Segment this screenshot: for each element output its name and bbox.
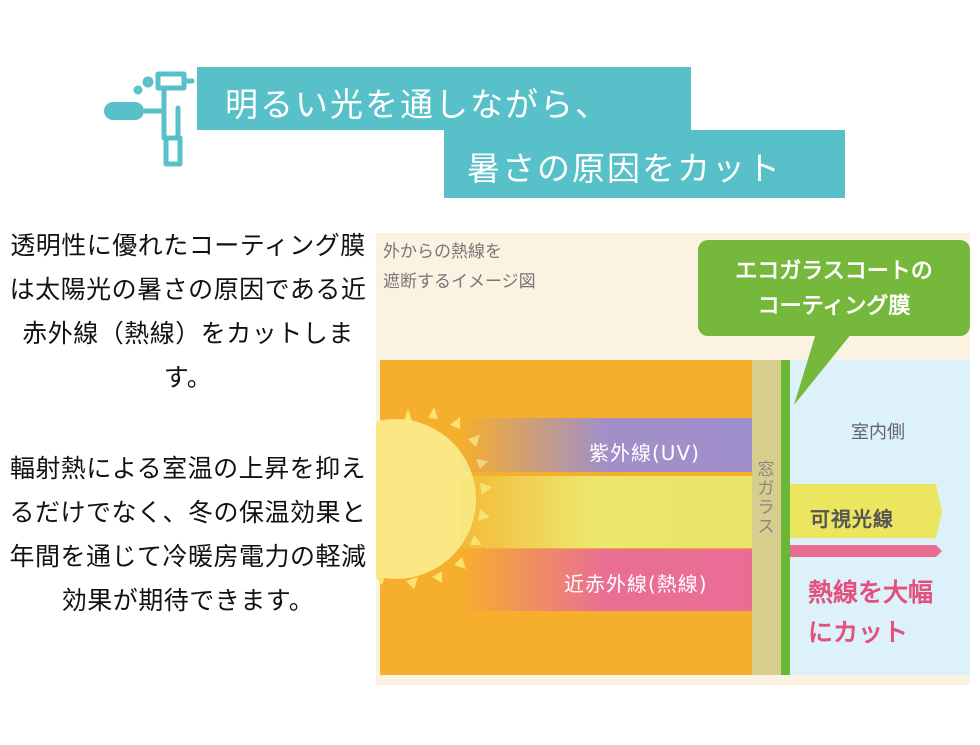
window-glass-label: 窓ガラス bbox=[757, 460, 775, 537]
infrared-ray bbox=[460, 549, 781, 611]
header-banner-bottom bbox=[444, 130, 845, 198]
spray-gun-icon bbox=[104, 71, 195, 167]
ray-arrows bbox=[790, 333, 942, 557]
coating-film bbox=[781, 360, 790, 675]
header-banner-top bbox=[197, 67, 691, 130]
speech-bubble-tail bbox=[794, 333, 852, 405]
coating-callout-text: エコガラスコートの コーティング膜 bbox=[698, 254, 970, 324]
description-paragraph-1: 透明性に優れたコーティング膜は太陽光の暑さの原因である近赤外線（熱線）をカットし… bbox=[9, 231, 367, 392]
heat-cut-line-1: 熱線を大幅 bbox=[808, 578, 934, 607]
coating-callout bbox=[698, 240, 970, 336]
infrared-stub-arrow bbox=[790, 545, 942, 557]
visible-light-label: 可視光線 bbox=[810, 507, 894, 531]
visible-ray-arrow bbox=[790, 484, 942, 538]
window-glass bbox=[752, 360, 781, 675]
visible-ray-outside bbox=[460, 476, 781, 548]
uv-ray bbox=[460, 418, 781, 472]
heat-cut-text: 熱線を大幅 にカット bbox=[808, 573, 933, 653]
uv-label: 紫外線(UV) bbox=[589, 441, 700, 465]
diagram-title: 外からの熱線を 遮断するイメージ図 bbox=[383, 237, 536, 297]
heat-ray-diagram: 外からの熱線を 遮断するイメージ図 窓ガラス 紫外線(UV) 近赤外 bbox=[376, 233, 970, 685]
indoor-label: 室内側 bbox=[851, 422, 905, 443]
header-line-2: 暑さの原因をカット bbox=[467, 149, 782, 188]
diagram-title-line-2: 遮断するイメージ図 bbox=[383, 272, 536, 292]
description-paragraph-2: 輻射熱による室温の上昇を抑えるだけでなく、冬の保温効果と年間を通じて冷暖房電力の… bbox=[9, 454, 367, 615]
infrared-label: 近赤外線(熱線) bbox=[564, 572, 708, 596]
coating-callout-line-1: エコガラスコートの bbox=[735, 259, 933, 284]
coating-callout-line-2: コーティング膜 bbox=[757, 294, 911, 319]
diagram-title-line-1: 外からの熱線を bbox=[383, 242, 502, 262]
header-line-1: 明るい光を通しながら、 bbox=[225, 85, 610, 124]
heat-cut-line-2: にカット bbox=[808, 618, 909, 647]
